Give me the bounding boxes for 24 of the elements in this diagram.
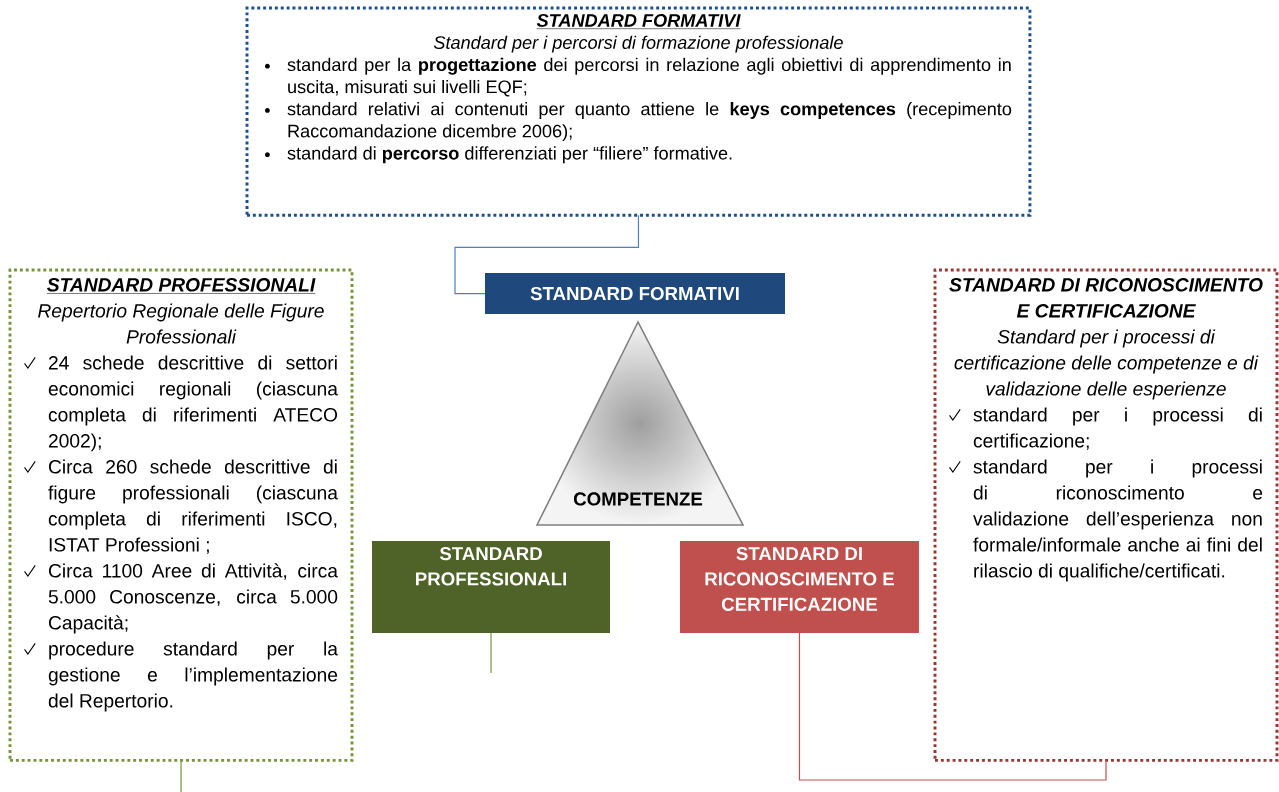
list-item: procedure standard per la gestione e l’implementazione del Repertorio. (24, 641, 338, 712)
box-heading: STANDARD FORMATIVI (536, 14, 741, 29)
list-item: 24 schede descrittive di settori economici regionali (ciascuna completa di riferimenti ATECO 2002); (24, 355, 338, 452)
connector-line (490, 632, 492, 674)
list-item: Circa 260 schede descrittive di figure professionali (ciascuna completa di riferimenti ISCO, ISTAT Professioni ; (24, 459, 338, 554)
list-item: standard relativi ai contenuti per quanto attiene le keys competences (recepimento Raccomandazione dicembre 2006); (265, 102, 1012, 142)
box-subtitle: Standard per i percorsi di formazione professionale (433, 35, 843, 53)
connector-line (180, 759, 182, 792)
list-item: standard per i processi di riconoscimento e validazione dell’esperienza non formale/informale anche ai fini del rilascio di qualifiche/certificati. (949, 459, 1263, 582)
connector-line (798, 632, 1107, 781)
label-box: STANDARD PROFESSIONALI (372, 541, 610, 633)
dotted-text-box (245, 6, 1032, 217)
dotted-text-box (933, 268, 1279, 762)
box-heading: STANDARD PROFESSIONALI (46, 278, 316, 294)
list-item: standard di percorso differenziati per “filiere” formative. (265, 146, 732, 164)
box-subtitle: Repertorio Regionale delle Figure Professionali (38, 303, 324, 344)
list-item: standard per la progettazione dei percorsi in relazione agli obiettivi di apprendimento in uscita, misurati sui livelli EQF; (265, 57, 1011, 97)
dotted-text-box (8, 268, 354, 762)
label-box: STANDARD DI RICONOSCIMENTO E CERTIFICAZIONE (680, 541, 919, 633)
label-box: STANDARD FORMATIVI (485, 273, 785, 315)
connector-line (454, 214, 640, 295)
box-heading: STANDARD DI RICONOSCIMENTO E CERTIFICAZIONE (949, 278, 1263, 318)
list-item: Circa 1100 Aree di Attività, circa 5.000 Conoscenze, circa 5.000 Capacità; (24, 563, 338, 634)
list-item: standard per i processi di certificazione; (949, 407, 1262, 450)
